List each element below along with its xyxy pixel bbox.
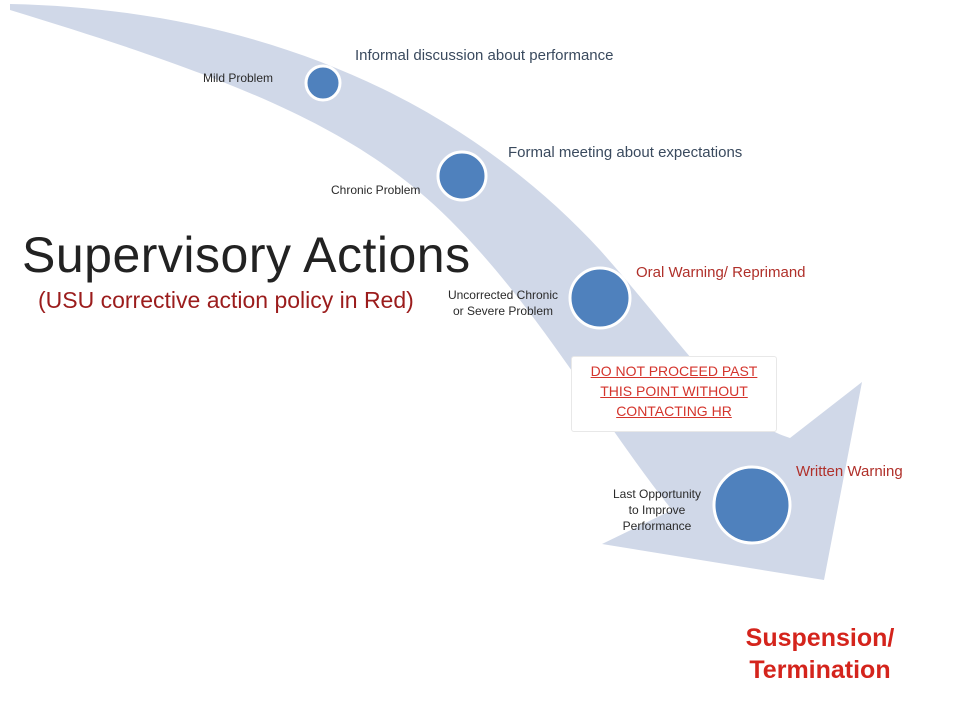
stage-problem-last-line: Last Opportunity (612, 487, 702, 501)
hr-warning-line: CONTACTING HR (616, 403, 732, 419)
page-title: Supervisory Actions (22, 227, 471, 283)
stage-problem-uncorrected-line: or Severe Problem (452, 304, 554, 318)
stage-node-uncorrected (568, 266, 632, 330)
stage-action-written-warning: Written Warning (796, 463, 903, 480)
final-outcome-line: Termination (749, 656, 891, 684)
stage-problem-uncorrected-line: Uncorrected Chronic (447, 288, 559, 302)
stage-action-formal: Formal meeting about expectations (508, 144, 743, 161)
stage-problem-last-line: to Improve (628, 503, 686, 517)
page-subtitle: (USU corrective action policy in Red) (38, 287, 414, 313)
stage-problem-last-opportunity: Last Opportunity to Improve Performance (598, 486, 716, 534)
stage-node-last-opportunity (712, 465, 792, 545)
stage-node-chronic (436, 150, 488, 202)
curved-arrow (10, 4, 862, 580)
stage-problem-uncorrected: Uncorrected Chronic or Severe Problem (438, 287, 568, 319)
stage-problem-last-line: Performance (622, 519, 692, 533)
stage-action-oral-warning: Oral Warning/ Reprimand (636, 264, 806, 281)
stage-problem-chronic: Chronic Problem (331, 183, 421, 197)
hr-warning-line: THIS POINT WITHOUT (600, 383, 748, 399)
final-outcome-line: Suspension/ (745, 624, 895, 652)
hr-warning-box: DO NOT PROCEED PAST THIS POINT WITHOUT C… (572, 357, 776, 431)
hr-warning-line: DO NOT PROCEED PAST (590, 363, 758, 379)
stage-node-mild (304, 64, 342, 102)
stage-problem-mild: Mild Problem (203, 71, 274, 85)
final-outcome: Suspension/ Termination (720, 622, 920, 686)
stage-action-informal: Informal discussion about performance (355, 47, 614, 64)
